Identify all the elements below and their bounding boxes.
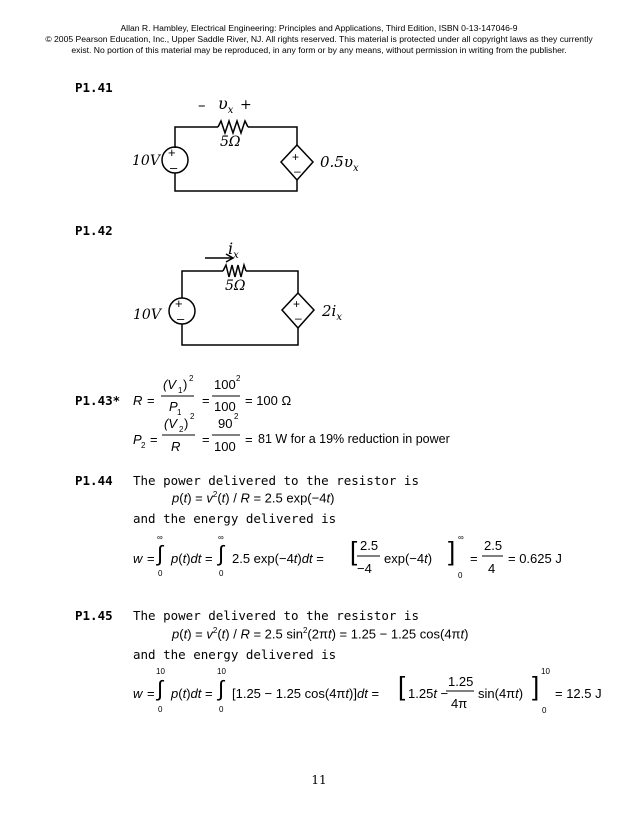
p143-result: 81 W for a 19% reduction in power: [258, 432, 450, 446]
equation-p144-power: p(t) = v2(t) / R = 2.5 exp(−4t): [172, 490, 335, 506]
plus-sign: +: [292, 150, 300, 164]
minus-sign: –: [294, 164, 301, 178]
problem-label-p144: P1.44: [75, 473, 113, 488]
problem-label-p141: P1.41: [75, 80, 113, 95]
minus-sign: –: [170, 160, 178, 175]
header-line-1: Allan R. Hambley, Electrical Engineering…: [120, 23, 518, 33]
plus-sign: +: [293, 297, 301, 311]
p144-text-2: and the energy delivered is: [133, 511, 337, 526]
problem-label-p145: P1.45: [75, 608, 113, 623]
p144-text-1: The power delivered to the resistor is: [133, 473, 419, 488]
page-number: 11: [311, 773, 327, 787]
source-label: 10V: [133, 307, 161, 323]
plus-sign: +: [175, 296, 183, 311]
vx-label: υx: [218, 94, 234, 117]
dependent-source-label: 2ix: [322, 302, 342, 323]
minus-sign: –: [177, 311, 185, 326]
p145-text-2: and the energy delivered is: [133, 647, 337, 662]
dependent-source-label: 0.5υx: [320, 153, 359, 174]
minus-sign: –: [198, 96, 206, 114]
resistor-label: 5Ω: [220, 134, 241, 150]
resistor-label: 5Ω: [225, 278, 246, 294]
p145-text-1: The power delivered to the resistor is: [133, 608, 419, 623]
ix-label: ix: [228, 239, 239, 261]
problem-label-p142: P1.42: [75, 223, 113, 238]
problem-label-p143: P1.43*: [75, 393, 121, 408]
plus-sign: +: [240, 97, 252, 113]
minus-sign: –: [295, 311, 302, 325]
source-label: 10V: [132, 153, 160, 169]
header-line-3: exist. No portion of this material may b…: [71, 45, 567, 55]
plus-sign: +: [168, 145, 176, 160]
equation-p145-power: p(t) = v2(t) / R = 2.5 sin2(2πt) = 1.25 …: [172, 626, 469, 642]
header-line-2: © 2005 Pearson Education, Inc., Upper Sa…: [45, 34, 593, 44]
